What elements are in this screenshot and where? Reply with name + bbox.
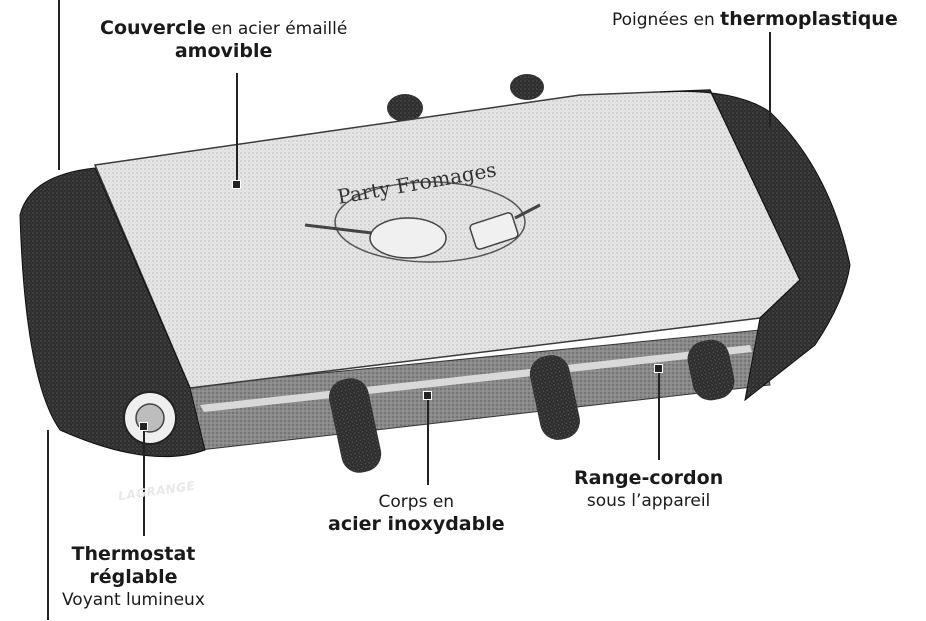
leader-couvercle — [236, 73, 238, 183]
marker-corps — [423, 391, 432, 400]
tray-handles — [329, 339, 735, 473]
marker-thermostat — [139, 422, 148, 431]
leader-left-bottom — [47, 430, 49, 620]
leader-top-left — [58, 0, 60, 170]
marker-range — [654, 364, 663, 373]
label-range-cordon: Range-cordon sous l’appareil — [574, 467, 724, 511]
lid-plate-logo — [334, 181, 526, 263]
pan-handle-right — [514, 203, 541, 220]
rear-knob-left — [387, 94, 423, 122]
leader-range — [658, 368, 660, 460]
label-thermostat: Thermostat réglable Voyant lumineux — [62, 543, 205, 610]
rear-knob-right — [510, 74, 544, 100]
pan-handle-left — [304, 223, 373, 235]
right-handle — [659, 89, 851, 402]
left-handle — [19, 167, 206, 458]
label-corps: Corps en acier inoxydable — [328, 492, 505, 535]
pan-right — [469, 212, 519, 250]
pan-left — [369, 217, 447, 259]
leader-corps — [427, 397, 429, 485]
leader-thermostat — [143, 428, 145, 536]
leader-poignees — [769, 32, 771, 127]
marker-couvercle — [232, 180, 241, 189]
label-poignees: Poignées en thermoplastique — [612, 8, 898, 30]
label-couvercle: Couvercle en acier émaillé amovible — [100, 17, 348, 62]
